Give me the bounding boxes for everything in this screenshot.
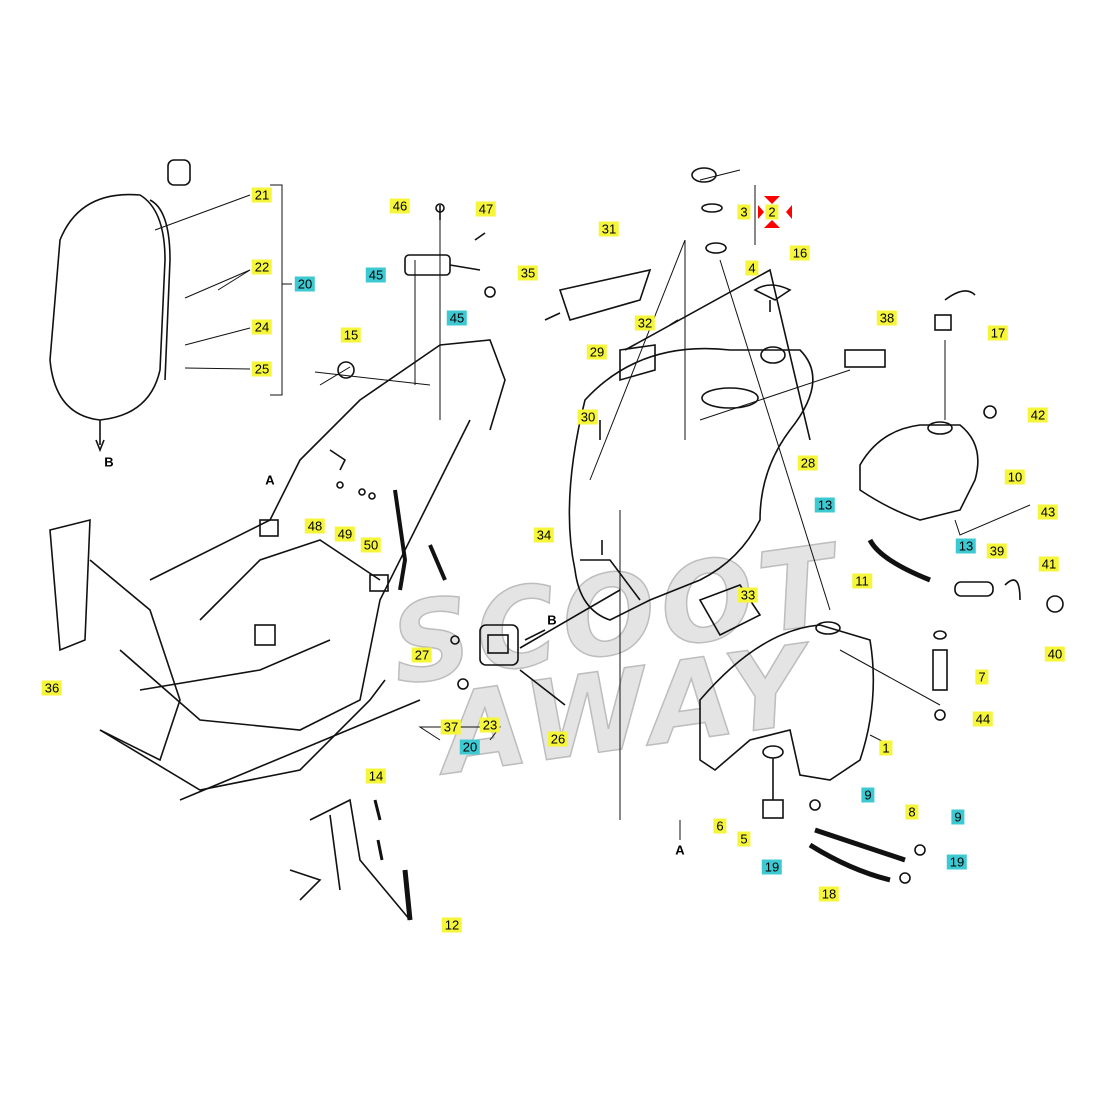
part-label: 31 bbox=[598, 221, 620, 237]
part-label: 39 bbox=[986, 543, 1008, 559]
part-label: 7 bbox=[975, 669, 989, 685]
part-label: 34 bbox=[533, 527, 555, 543]
part-label: 33 bbox=[737, 587, 759, 603]
part-label: 8 bbox=[905, 804, 919, 820]
stand-drawing bbox=[289, 489, 447, 921]
assembly-label: 9 bbox=[951, 809, 965, 825]
part-label: 44 bbox=[972, 711, 994, 727]
part-label: 50 bbox=[360, 537, 382, 553]
part-label: 36 bbox=[41, 680, 63, 696]
ref-letter-b: B bbox=[104, 454, 114, 470]
ref-letter-a: A bbox=[675, 842, 685, 858]
fuel-cap-drawing bbox=[691, 167, 976, 368]
part-label: 42 bbox=[1027, 407, 1049, 423]
part-label: 30 bbox=[577, 409, 599, 425]
part-label: 14 bbox=[365, 768, 387, 784]
part-label: 11 bbox=[852, 573, 872, 589]
assembly-label: 19 bbox=[761, 859, 783, 875]
part-label: 12 bbox=[441, 917, 463, 933]
part-label: 46 bbox=[389, 198, 411, 214]
part-label: 25 bbox=[251, 361, 273, 377]
lock-drawing bbox=[336, 203, 496, 500]
part-label: 29 bbox=[586, 344, 608, 360]
part-label: 21 bbox=[251, 187, 273, 203]
part-label: 26 bbox=[547, 731, 569, 747]
part-label: 1 bbox=[879, 740, 893, 756]
ref-letter-a: A bbox=[265, 472, 275, 488]
bracket-drawing bbox=[450, 589, 621, 706]
part-label: 38 bbox=[876, 310, 898, 326]
tank-drawing bbox=[699, 405, 1064, 884]
assembly-label: 13 bbox=[814, 497, 836, 513]
part-label: 47 bbox=[475, 201, 497, 217]
storage-tub-drawing bbox=[544, 268, 814, 637]
part-label: 49 bbox=[334, 526, 356, 542]
part-label: 3 bbox=[737, 204, 751, 220]
assembly-label: 45 bbox=[365, 267, 387, 283]
part-label: 35 bbox=[517, 265, 539, 281]
part-label: 6 bbox=[713, 818, 727, 834]
part-label: 28 bbox=[797, 455, 819, 471]
assembly-label: 9 bbox=[861, 787, 875, 803]
part-label: 4 bbox=[745, 260, 759, 276]
leader-lines bbox=[154, 169, 1031, 840]
part-label: 32 bbox=[634, 315, 656, 331]
assembly-label: 20 bbox=[294, 276, 316, 292]
part-label: 15 bbox=[340, 327, 362, 343]
part-label: 16 bbox=[789, 245, 811, 261]
part-label: 24 bbox=[251, 319, 273, 335]
assembly-label: 19 bbox=[946, 854, 968, 870]
part-label: 48 bbox=[304, 518, 326, 534]
assembly-label: 13 bbox=[955, 538, 977, 554]
part-label: 40 bbox=[1044, 646, 1066, 662]
part-label: 27 bbox=[411, 647, 433, 663]
part-label: 17 bbox=[987, 325, 1009, 341]
seat-drawing bbox=[49, 159, 191, 453]
assembly-label: 20 bbox=[459, 739, 481, 755]
part-label: 18 bbox=[818, 886, 840, 902]
part-label: 37 bbox=[440, 719, 462, 735]
part-label: 10 bbox=[1004, 469, 1026, 485]
frame-drawing bbox=[49, 339, 506, 801]
part-label: 5 bbox=[737, 831, 751, 847]
highlighted-part-label: 2 bbox=[765, 204, 779, 220]
part-label: 22 bbox=[251, 259, 273, 275]
ref-letter-b: B bbox=[547, 612, 557, 628]
highlight-arrows bbox=[758, 196, 792, 228]
part-label: 23 bbox=[479, 717, 501, 733]
part-label: 41 bbox=[1038, 556, 1060, 572]
assembly-label: 45 bbox=[446, 310, 468, 326]
part-label: 43 bbox=[1037, 504, 1059, 520]
